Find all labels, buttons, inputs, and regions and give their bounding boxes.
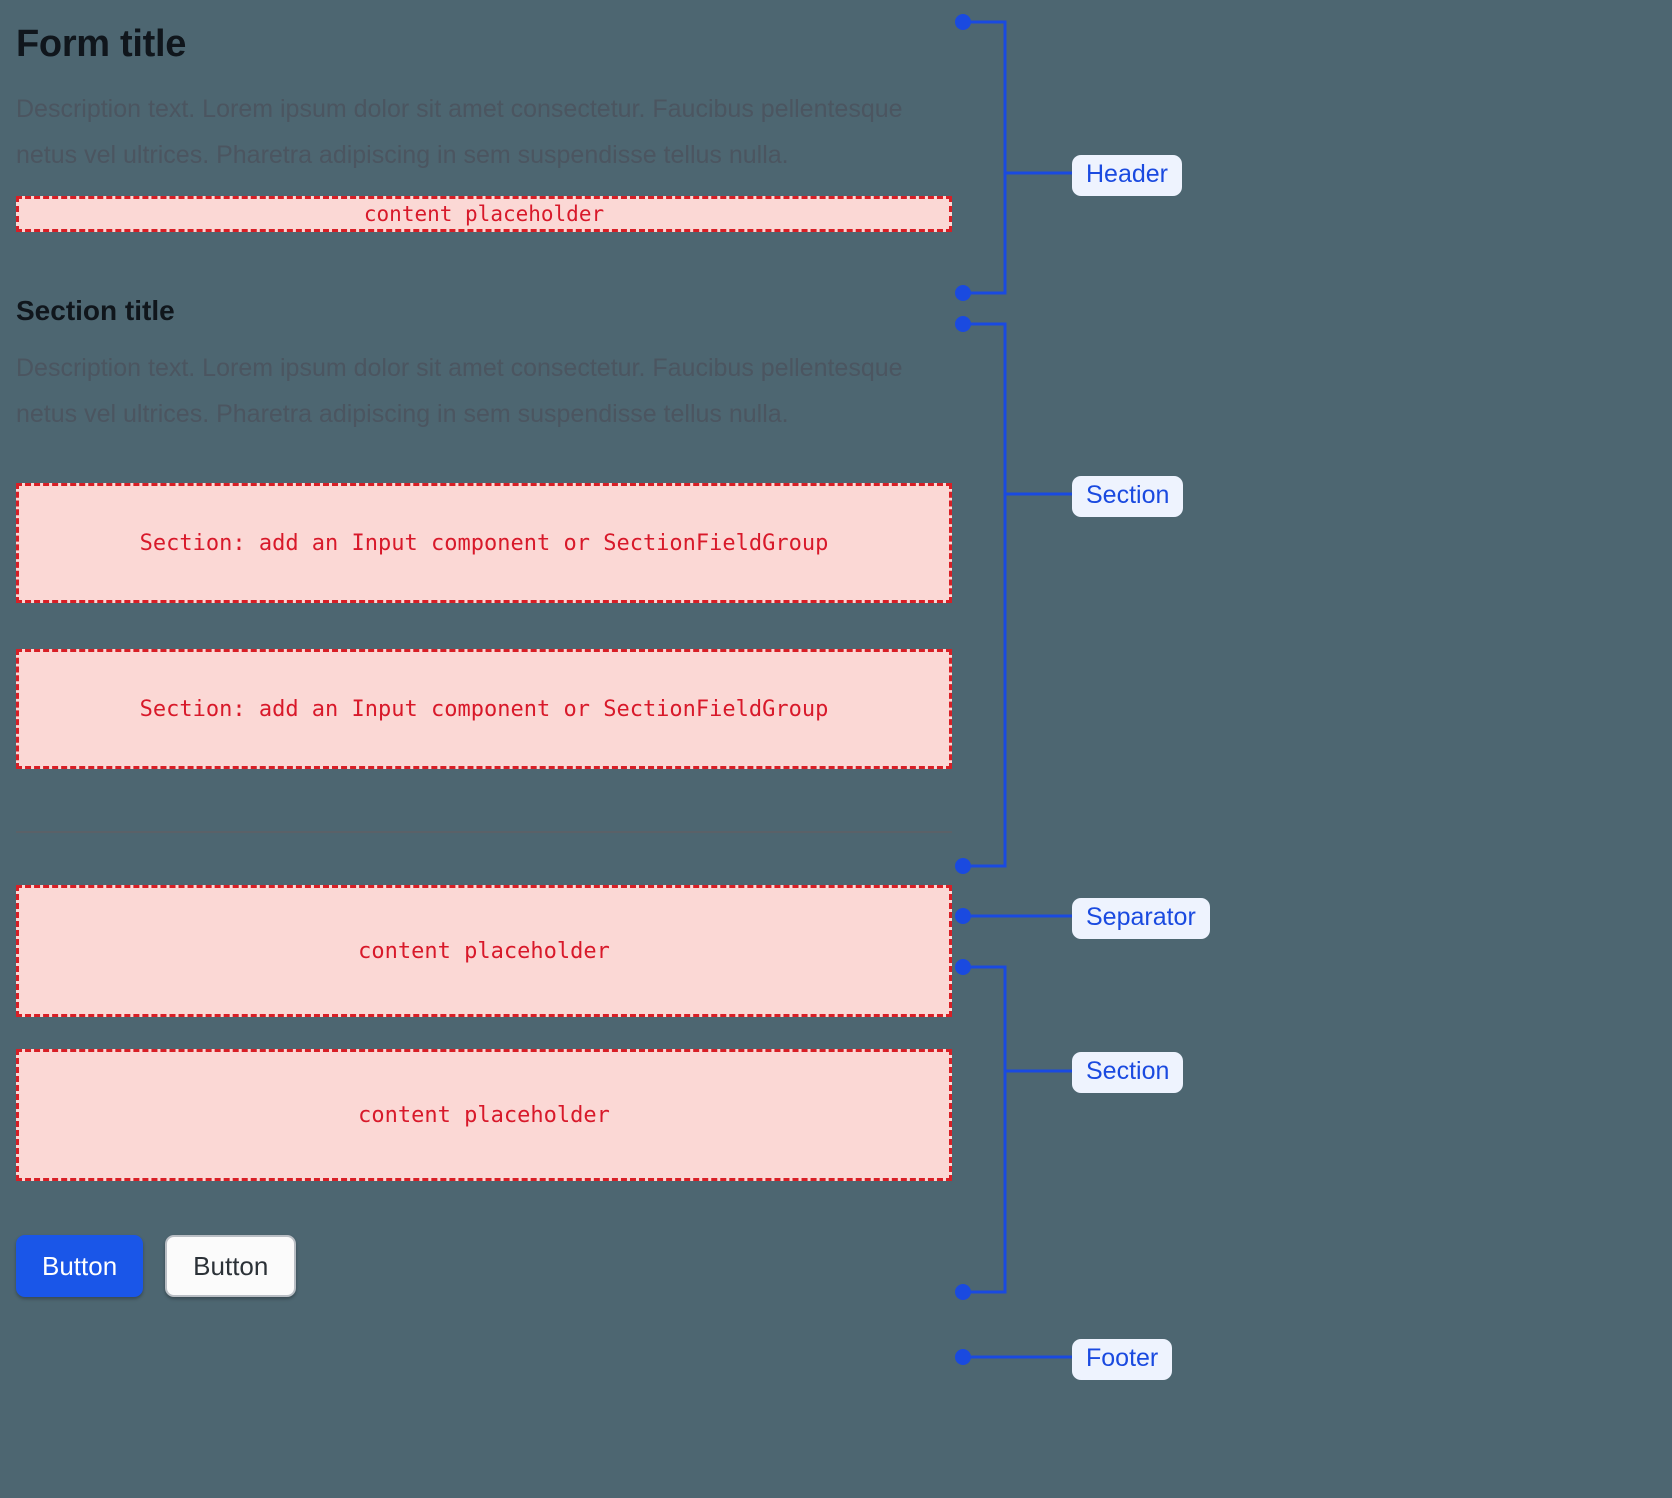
- secondary-button[interactable]: Button: [165, 1235, 297, 1298]
- form-footer: Button Button: [16, 1235, 952, 1298]
- anchor-dot: [955, 908, 971, 924]
- form-column: Form title Description text. Lorem ipsum…: [16, 0, 952, 1298]
- section-two-content-placeholder: content placeholder: [16, 1049, 952, 1182]
- separator: [16, 831, 952, 834]
- anchor-dot: [955, 14, 971, 30]
- anchor-dot: [955, 858, 971, 874]
- anchor-dot: [955, 1284, 971, 1300]
- anchor-dot: [955, 1349, 971, 1365]
- header-description: Description text. Lorem ipsum dolor sit …: [16, 94, 903, 169]
- section-one-bracket-path: [963, 322, 1007, 868]
- section-two-bracket-path: [963, 965, 1007, 1294]
- form-section-two: content placeholder content placeholder: [16, 885, 952, 1182]
- annotation-label-header[interactable]: Header: [1072, 155, 1182, 196]
- section-description: Description text. Lorem ipsum dolor sit …: [16, 354, 903, 429]
- header-content-placeholder: content placeholder: [16, 195, 952, 232]
- annotation-label-separator[interactable]: Separator: [1072, 898, 1210, 939]
- page-title: Form title: [16, 23, 187, 65]
- header-bracket-path: [963, 20, 1007, 295]
- anchor-dot: [955, 959, 971, 975]
- annotation-label-section-one[interactable]: Section: [1072, 476, 1184, 517]
- section-field-placeholder: Section: add an Input component or Secti…: [16, 483, 952, 604]
- annotation-label-footer[interactable]: Footer: [1072, 1339, 1173, 1380]
- anchor-dot: [955, 285, 971, 301]
- primary-button[interactable]: Button: [16, 1235, 144, 1298]
- form-section-one: Section title Description text. Lorem ip…: [16, 294, 952, 770]
- section-title: Section title: [16, 294, 175, 326]
- anchor-dot: [955, 316, 971, 332]
- section-two-content-placeholder: content placeholder: [16, 885, 952, 1018]
- form-header: Form title Description text. Lorem ipsum…: [16, 22, 952, 232]
- annotation-label-section-two[interactable]: Section: [1072, 1052, 1184, 1093]
- section-field-placeholder: Section: add an Input component or Secti…: [16, 649, 952, 770]
